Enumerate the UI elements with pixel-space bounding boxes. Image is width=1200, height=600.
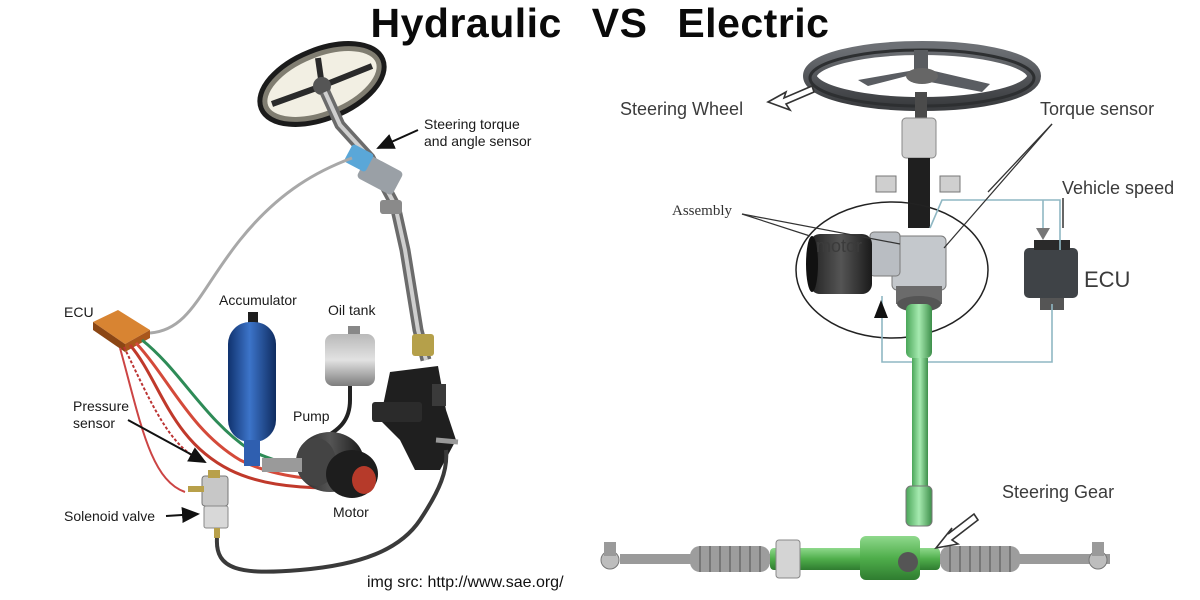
label-hydraulic-motor: Motor	[333, 504, 369, 520]
image-credit: img src: http://www.sae.org/	[367, 574, 564, 591]
hydraulic-ecu-box	[93, 310, 150, 352]
hydraulic-torque-sensor	[344, 144, 374, 172]
label-oil-tank: Oil tank	[328, 302, 376, 318]
pressure-sensor-arrow	[127, 419, 207, 463]
label-accumulator: Accumulator	[219, 292, 297, 308]
label-pressure-sensor: Pressure sensor	[73, 398, 130, 431]
label-torque-sensor: Torque sensor	[1040, 99, 1155, 119]
steering-wheel-arrow	[766, 84, 815, 112]
label-electric-ecu: ECU	[1084, 267, 1131, 292]
label-solenoid-valve: Solenoid valve	[64, 508, 156, 524]
hydraulic-illustration	[93, 41, 459, 574]
torque-sensor-line-1	[943, 123, 1053, 249]
torque-sensor-arrow	[376, 129, 419, 149]
page-title: Hydraulic VS Electric	[370, 0, 830, 46]
solenoid-valve-arrow	[165, 507, 200, 523]
label-pump: Pump	[293, 408, 330, 424]
label-vehicle-speed: Vehicle speed	[1062, 178, 1175, 198]
assembly-outline	[795, 201, 989, 339]
steering-gear-arrow	[934, 512, 980, 550]
label-steering-wheel: Steering Wheel	[620, 99, 744, 119]
label-hydraulic-ecu: ECU	[64, 304, 94, 320]
intermediate-shaft	[905, 304, 933, 527]
torque-sensor-line-2	[987, 123, 1053, 193]
hydraulic-steering-gear	[372, 366, 459, 470]
electric-ecu-box	[1024, 240, 1078, 310]
eps-motor	[806, 234, 872, 294]
label-steering-gear: Steering Gear	[1002, 482, 1115, 502]
vehicle-speed-arrow	[1036, 228, 1050, 240]
label-electric-motor: motor	[816, 236, 863, 256]
solenoid-valve-assembly	[188, 470, 229, 538]
assembly-line-2	[741, 213, 901, 245]
eps-assembly	[869, 231, 947, 312]
accumulator-cylinder	[228, 312, 276, 466]
label-assembly: Assembly	[672, 203, 732, 219]
assembly-line-1	[741, 213, 811, 237]
label-steering-torque-sensor: Steering torque and angle sensor	[424, 116, 532, 149]
steering-rack	[600, 536, 1110, 580]
pump-motor-unit	[262, 432, 378, 498]
electric-illustration	[600, 41, 1110, 580]
